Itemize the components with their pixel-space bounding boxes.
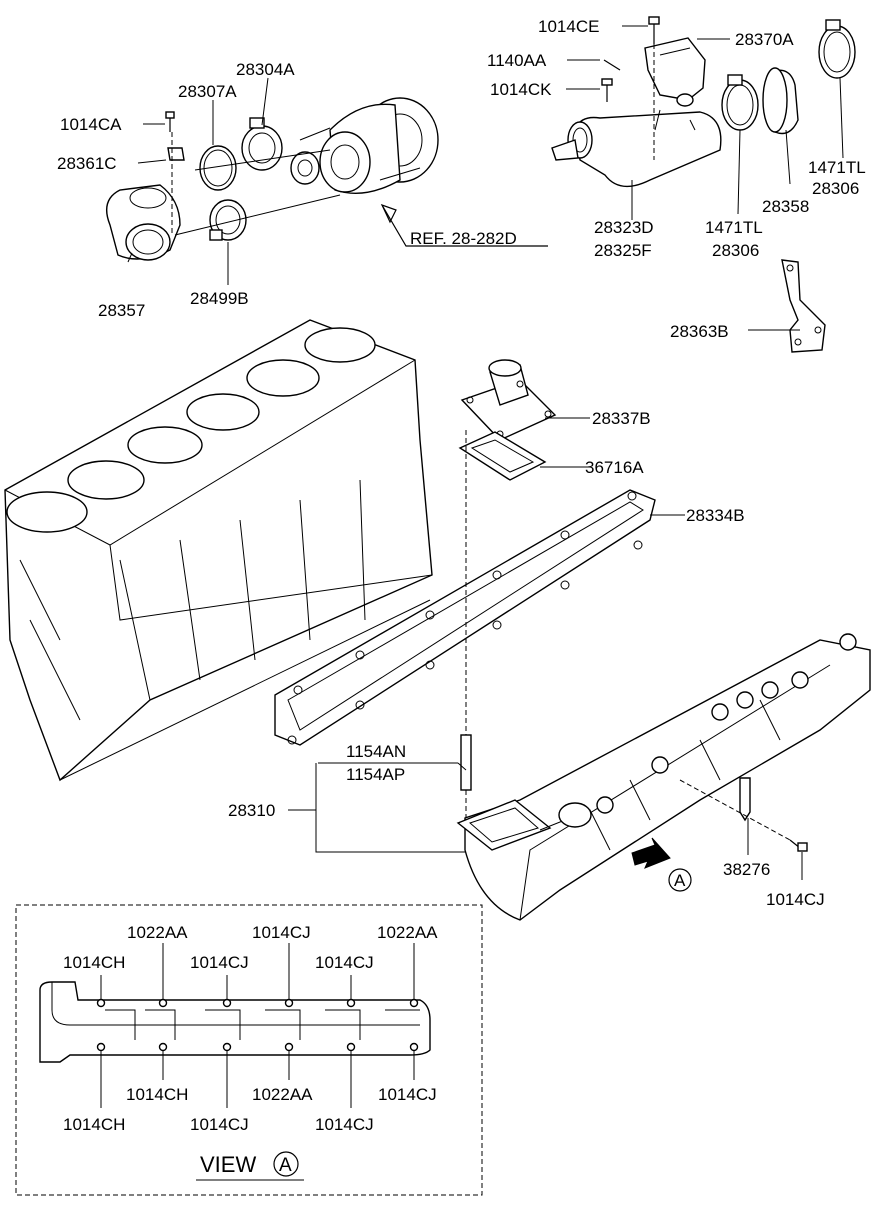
label-28306-right: 28306	[812, 179, 859, 198]
part-labels: 1014CE 28370A 1140AA 1014CK 28304A 28307…	[57, 17, 866, 1177]
label-1014CE: 1014CE	[538, 17, 599, 36]
label-28358: 28358	[762, 197, 809, 216]
label-1154AN: 1154AN	[346, 742, 406, 761]
label-38276: 38276	[723, 860, 770, 879]
view-a-panel	[15, 904, 483, 1196]
label-1471TL-left: 1471TL	[705, 218, 763, 237]
view-a-arrow-marker: A	[674, 871, 686, 890]
leaders-middle	[288, 417, 803, 880]
label-28307A: 28307A	[178, 82, 237, 101]
view-label-top-1022AA-1: 1022AA	[127, 923, 188, 942]
label-1014CA: 1014CA	[60, 115, 122, 134]
leaders-top-left	[127, 77, 548, 285]
view-a-marker: A	[279, 1155, 292, 1176]
manifold-gasket	[274, 489, 656, 746]
intake-manifold	[456, 633, 871, 921]
label-1471TL-right: 1471TL	[808, 158, 866, 177]
label-1140AA: 1140AA	[487, 51, 547, 70]
label-28306-left: 28306	[712, 241, 759, 260]
turbocharger-group	[106, 97, 439, 261]
view-label-bottom-1014CJ-3: 1014CJ	[315, 1115, 374, 1134]
view-a-title: VIEW	[200, 1152, 256, 1177]
label-28370A: 28370A	[735, 30, 794, 49]
intake-pipe-group	[551, 16, 856, 353]
label-36716A: 36716A	[585, 458, 644, 477]
view-label-top-1014CJ-3: 1014CJ	[315, 953, 374, 972]
view-label-top-1022AA-2: 1022AA	[377, 923, 438, 942]
view-label-bottom-1014CH: 1014CH	[126, 1085, 188, 1104]
label-28334B: 28334B	[686, 506, 745, 525]
label-1154AP: 1154AP	[346, 765, 405, 784]
view-label-bottom-1022AA: 1022AA	[252, 1085, 313, 1104]
view-label-top-1014CH: 1014CH	[63, 953, 125, 972]
label-28357: 28357	[98, 301, 145, 320]
engine-block	[4, 319, 433, 782]
manifold-ports	[596, 633, 857, 814]
flange-gasket	[458, 431, 547, 481]
view-label-top-1014CJ: 1014CJ	[252, 923, 311, 942]
label-28323D: 28323D	[594, 218, 654, 237]
label-1014CK: 1014CK	[490, 80, 552, 99]
label-1014CJ: 1014CJ	[766, 890, 825, 909]
label-28325F: 28325F	[594, 241, 652, 260]
view-a-arrow	[631, 837, 692, 892]
view-label-bottom-1014CJ-2: 1014CJ	[190, 1115, 249, 1134]
label-28337B: 28337B	[592, 409, 651, 428]
intake-flange	[460, 359, 557, 441]
view-label-bottom-1014CH-2: 1014CH	[63, 1115, 125, 1134]
view-label-bottom-1014CJ: 1014CJ	[378, 1085, 437, 1104]
label-28304A: 28304A	[236, 60, 295, 79]
label-28361C: 28361C	[57, 154, 117, 173]
label-28363B: 28363B	[670, 322, 729, 341]
label-28310: 28310	[228, 801, 275, 820]
label-ref-28-282D: REF. 28-282D	[410, 229, 517, 248]
leaders-top-right	[566, 25, 844, 331]
view-label-top-1014CJ-2: 1014CJ	[190, 953, 249, 972]
label-28499B: 28499B	[190, 289, 249, 308]
